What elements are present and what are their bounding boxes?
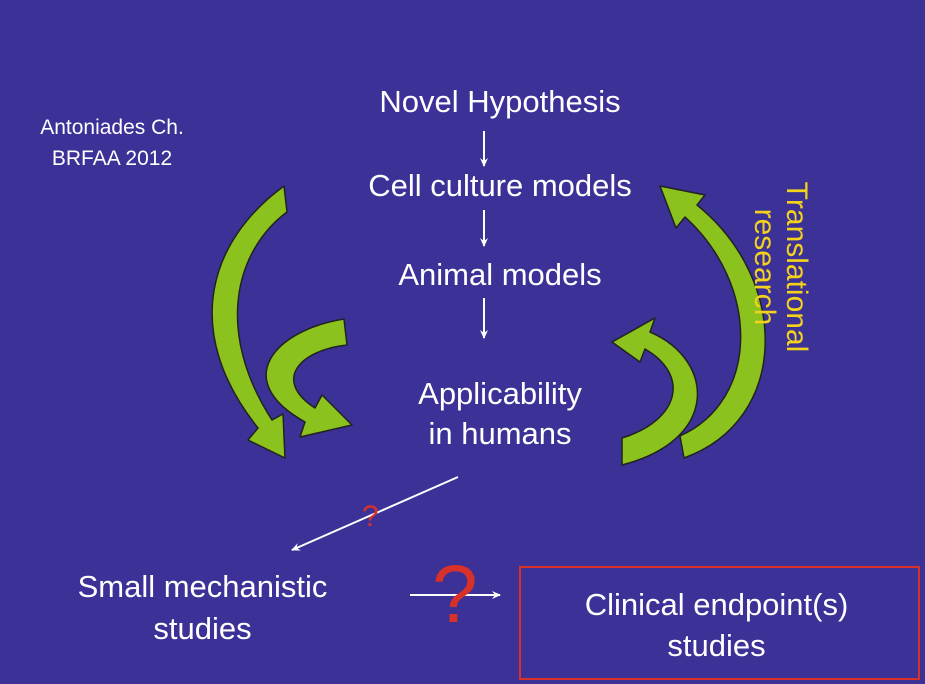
- clinical-studies-box: [519, 566, 920, 680]
- step-novel-hypothesis: Novel Hypothesis: [379, 84, 621, 119]
- credit-institution: BRFAA 2012: [51, 147, 173, 170]
- clinical-line-2: studies: [667, 628, 766, 663]
- small-studies-line-1: Small mechanistic: [77, 569, 328, 604]
- translational-line-1: Translational: [780, 181, 813, 353]
- question-mark-large: ?: [432, 549, 478, 640]
- clinical-endpoint-studies: Clinical endpoint(s) studies: [519, 584, 914, 666]
- step-applicability-humans: Applicability in humans: [330, 374, 670, 454]
- left-inner-curved-arrow: [265, 318, 353, 438]
- translational-line-2: research: [748, 208, 781, 326]
- left-outer-curved-arrow: [211, 185, 288, 459]
- humans-line-2: in humans: [428, 416, 572, 451]
- translational-research-label: Translational research: [748, 181, 813, 353]
- step-animal-models: Animal models: [398, 257, 602, 292]
- small-studies-line-2: studies: [153, 611, 252, 646]
- credit-author: Antoniades Ch.: [40, 116, 184, 139]
- clinical-line-1: Clinical endpoint(s): [584, 587, 849, 622]
- step-cell-culture: Cell culture models: [368, 168, 632, 203]
- right-inner-curved-arrow: [611, 317, 699, 466]
- small-mechanistic-studies: Small mechanistic studies: [40, 566, 365, 650]
- author-credit: Antoniades Ch. BRFAA 2012: [22, 112, 202, 174]
- question-mark-small: ?: [362, 500, 379, 533]
- diagonal-arrow: [291, 476, 459, 551]
- right-outer-curved-arrow: [659, 185, 766, 459]
- humans-line-1: Applicability: [418, 376, 582, 411]
